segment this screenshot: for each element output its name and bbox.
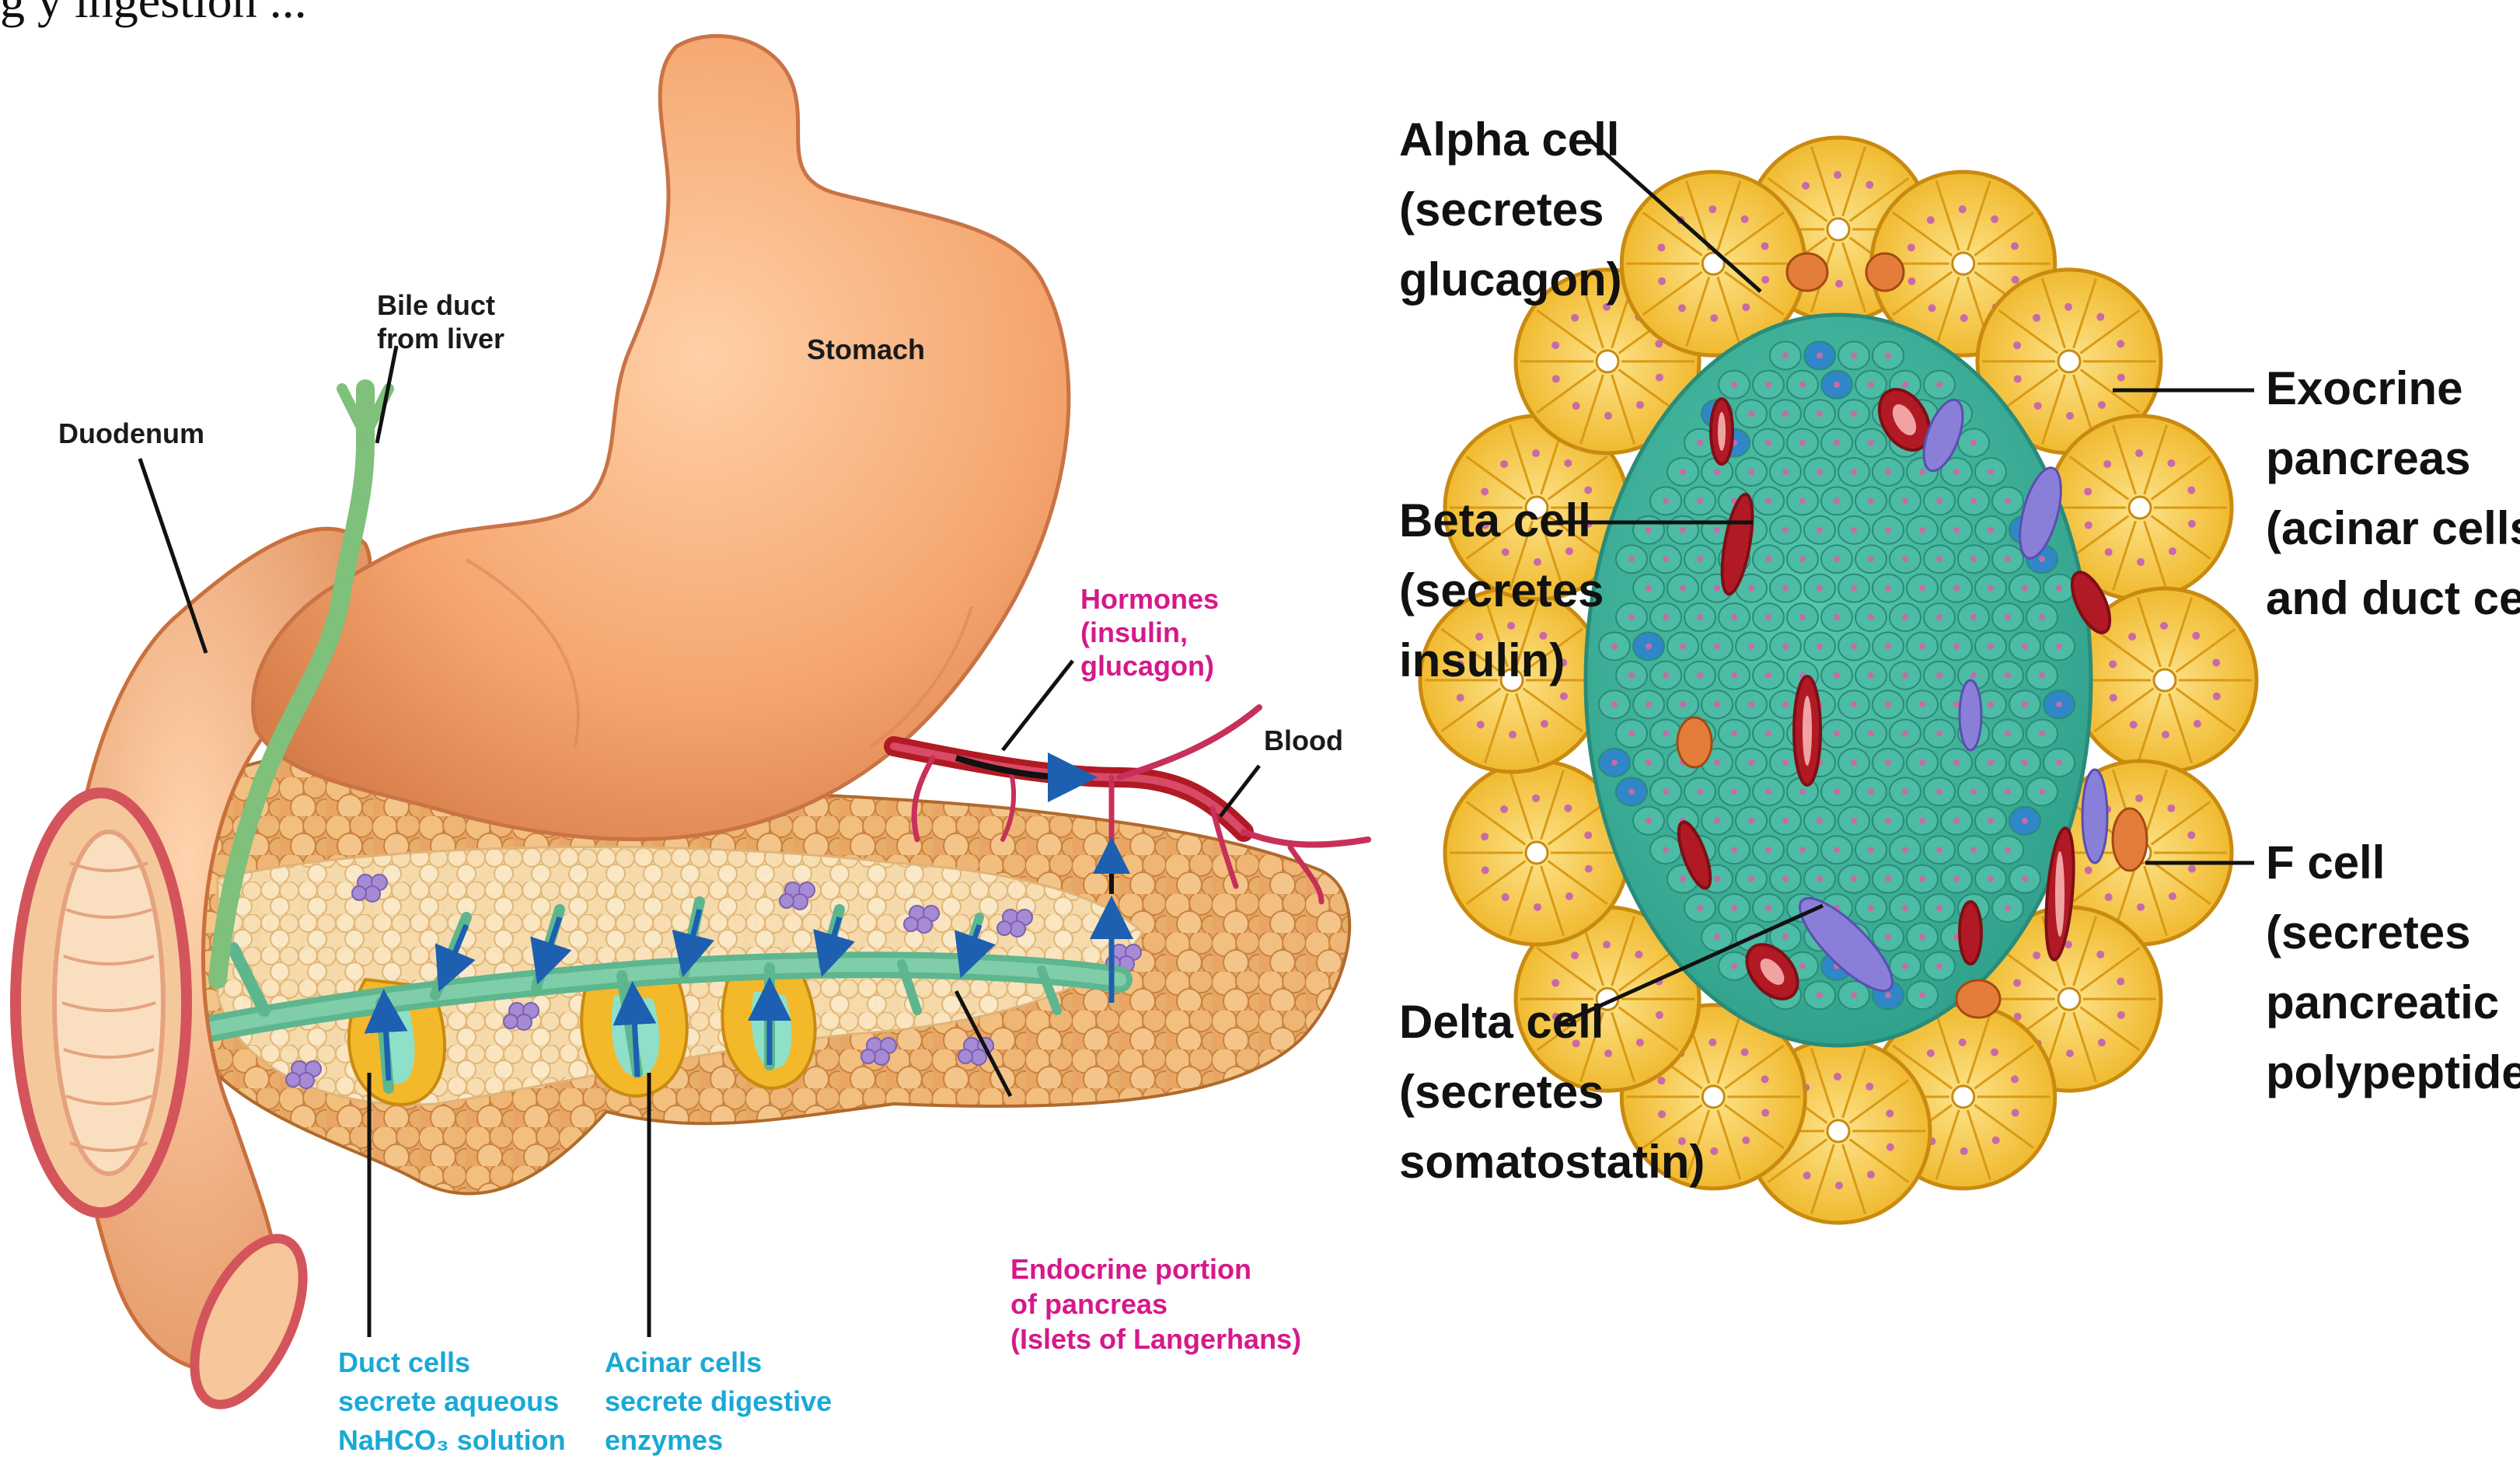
label-beta-line3: insulin): [1399, 634, 1565, 686]
label-bile-duct-line2: from liver: [377, 323, 504, 354]
right-islet-diagram: Alpha cell (secretes glucagon) Beta cell…: [1399, 113, 2520, 1223]
label-duct-cells-line3: NaHCO₃ solution: [338, 1424, 566, 1456]
label-alpha-line1: Alpha cell: [1399, 113, 1619, 166]
label-acinar-cells-line1: Acinar cells: [605, 1346, 762, 1378]
label-fcell-line1: F cell: [2266, 836, 2385, 889]
label-hormones-line2: (insulin,: [1080, 616, 1188, 648]
label-endocrine-line2: of pancreas: [1010, 1288, 1168, 1320]
label-delta-line3: somatostatin): [1399, 1136, 1705, 1188]
header-fragment: g y ingestion ...: [0, 0, 307, 28]
label-delta-line2: (secretes: [1399, 1066, 1604, 1118]
label-bile-duct-line1: Bile duct: [377, 289, 495, 321]
left-anatomy-diagram: Bile duct from liver Stomach Duodenum Ho…: [16, 36, 1368, 1456]
label-beta-line2: (secretes: [1399, 564, 1604, 616]
label-hormones-line3: glucagon): [1080, 650, 1214, 682]
stomach: [253, 36, 1069, 839]
label-blood: Blood: [1264, 725, 1343, 756]
label-duct-cells-line1: Duct cells: [338, 1346, 470, 1378]
label-alpha-line2: (secretes: [1399, 183, 1604, 236]
label-delta-line1: Delta cell: [1399, 996, 1604, 1048]
label-fcell-line4: polypeptide): [2266, 1046, 2520, 1098]
label-exocrine-line3: (acinar cells: [2266, 502, 2520, 554]
label-hormones-line1: Hormones: [1080, 583, 1219, 615]
label-duct-cells-line2: secrete aqueous: [338, 1385, 559, 1417]
label-duodenum: Duodenum: [58, 417, 204, 449]
label-fcell-line3: pancreatic: [2266, 976, 2499, 1028]
label-endocrine-line1: Endocrine portion: [1010, 1253, 1251, 1285]
label-stomach: Stomach: [807, 333, 925, 365]
label-exocrine-line4: and duct cells): [2266, 572, 2520, 624]
label-acinar-cells-line3: enzymes: [605, 1424, 723, 1456]
label-acinar-cells-line2: secrete digestive: [605, 1385, 832, 1417]
label-endocrine-line3: (Islets of Langerhans): [1010, 1323, 1301, 1355]
label-alpha-line3: glucagon): [1399, 253, 1622, 306]
label-exocrine-line2: pancreas: [2266, 432, 2471, 484]
label-fcell-line2: (secretes: [2266, 906, 2471, 958]
label-exocrine-line1: Exocrine: [2266, 362, 2462, 414]
label-beta-line1: Beta cell: [1399, 494, 1591, 546]
